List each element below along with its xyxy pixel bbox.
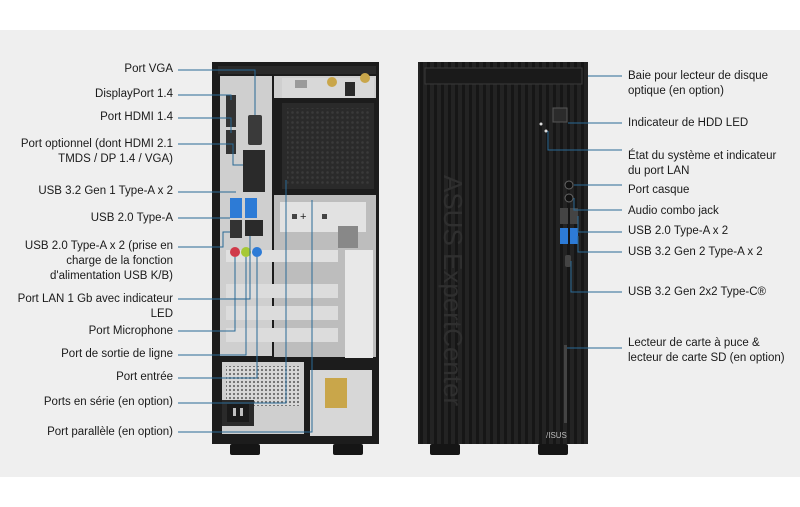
- label-usb32-gen1: USB 3.2 Gen 1 Type-A x 2: [38, 185, 173, 197]
- label-lan-port: Port LAN 1 Gb avec indicateur LED: [18, 292, 173, 322]
- label-status-led: État du système et indicateur du port LA…: [628, 149, 776, 179]
- optional-port-icon: [243, 150, 265, 192]
- usb2-port-icon: [560, 208, 568, 224]
- antenna-connector-icon: [327, 77, 337, 87]
- usb2-port-icon: [570, 208, 578, 224]
- label-vga-port: Port VGA: [124, 63, 173, 75]
- label-usb20-kb-text: USB 2.0 Type-A x 2 (prise en charge de l…: [24, 240, 173, 282]
- microphone-jack-icon: [230, 247, 240, 257]
- headphone-jack-icon: [564, 180, 574, 190]
- label-hdd-led: Indicateur de HDD LED: [628, 117, 749, 129]
- label-status-led-text: État du système et indicateur du port LA…: [628, 150, 777, 177]
- label-microphone-port: Port Microphone: [88, 325, 173, 337]
- label-headphone: Port casque: [628, 184, 690, 196]
- vga-port-icon: [248, 115, 262, 145]
- label-lan-port-text: Port LAN 1 Gb avec indicateur LED: [17, 293, 173, 320]
- expansion-slot: [226, 306, 338, 320]
- label-usb20-typea: USB 2.0 Type-A: [90, 212, 173, 224]
- antenna-connector-icon: [360, 73, 370, 83]
- audio-combo-jack-icon: [564, 193, 574, 203]
- power-button-icon: [552, 107, 568, 123]
- line-in-jack-icon: [252, 247, 262, 257]
- front-chassis: ASUS ExpertCenter /ISUS: [418, 62, 588, 455]
- displayport-icon: [226, 95, 236, 127]
- label-hdmi-port: Port HDMI 1.4: [100, 111, 173, 123]
- optical-drive-bay: [424, 67, 583, 85]
- usb3-port-icon: [230, 198, 242, 218]
- rear-chassis: +: [212, 62, 379, 455]
- label-card-reader-text: Lecteur de carte à puce & lecteur de car…: [628, 337, 785, 364]
- label-optical-bay: Baie pour lecteur de disque optique (en …: [628, 69, 768, 99]
- card-reader-slot-icon: [564, 345, 567, 423]
- label-optional-port: Port optionnel (dont HDMI 2.1 TMDS / DP …: [21, 137, 173, 167]
- label-optical-bay-text: Baie pour lecteur de disque optique (en …: [628, 70, 769, 97]
- usb3-port-icon: [245, 198, 257, 218]
- label-line-in: Port entrée: [116, 371, 173, 383]
- usb-c-port-icon: [565, 255, 571, 267]
- expansion-slot: [226, 284, 338, 298]
- label-front-usb20: USB 2.0 Type-A x 2: [628, 225, 729, 237]
- usb2-port-icon: [230, 220, 242, 238]
- line-out-jack-icon: [241, 247, 251, 257]
- label-optional-port-text: Port optionnel (dont HDMI 2.1 TMDS / DP …: [20, 138, 173, 165]
- label-card-reader: Lecteur de carte à puce & lecteur de car…: [628, 336, 785, 366]
- expansion-slot: [226, 328, 338, 342]
- asus-logo-icon: /ISUS: [546, 431, 567, 440]
- rear-leader-lines: [178, 69, 313, 433]
- label-parallel-port: Port parallèle (en option): [47, 426, 173, 438]
- svg-text:+: +: [300, 211, 306, 223]
- hdd-led-icon: [539, 122, 543, 126]
- hdmi-port-icon: [226, 130, 236, 154]
- label-serial-ports: Ports en série (en option): [43, 396, 173, 408]
- label-line-out: Port de sortie de ligne: [61, 348, 173, 360]
- lan-port-icon: [245, 220, 263, 236]
- front-brand-text: ASUS ExpertCenter: [438, 175, 468, 407]
- label-usb-c: USB 3.2 Gen 2x2 Type-C®: [628, 286, 767, 298]
- label-audio-combo: Audio combo jack: [628, 205, 719, 217]
- usb3-port-icon: [560, 228, 568, 244]
- status-led-icon: [544, 129, 548, 133]
- label-displayport: DisplayPort 1.4: [95, 88, 173, 100]
- diagram-background: [0, 30, 800, 477]
- label-front-usb32-gen2: USB 3.2 Gen 2 Type-A x 2: [628, 246, 763, 258]
- label-usb20-kb: USB 2.0 Type-A x 2 (prise en charge de l…: [25, 239, 173, 284]
- front-leader-lines: [547, 75, 622, 349]
- usb3-port-icon: [570, 228, 578, 244]
